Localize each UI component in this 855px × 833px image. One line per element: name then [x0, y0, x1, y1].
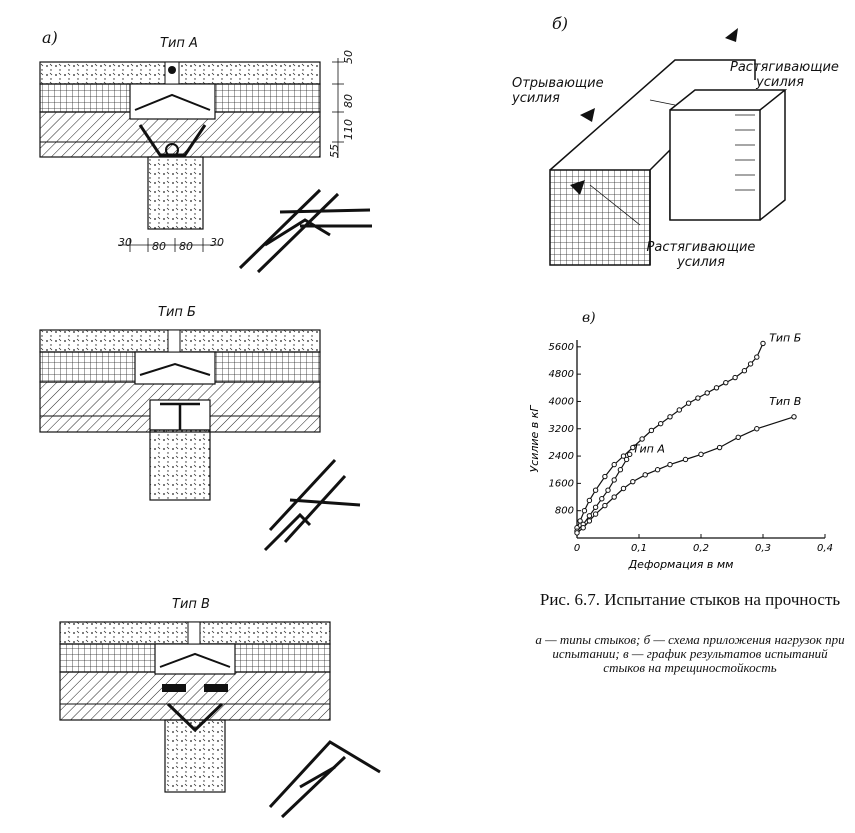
type-a-label: Тип А — [160, 36, 198, 51]
dim-right-80: 80 — [342, 94, 355, 108]
connector-v-sketch — [268, 740, 381, 819]
figure-caption-title: Рис. 6.7. Испытание стыков на прочность — [539, 590, 841, 609]
data-point — [602, 502, 608, 509]
data-point — [704, 390, 710, 396]
data-point — [605, 487, 611, 493]
dim-right-50: 50 — [342, 50, 355, 64]
data-point — [741, 368, 748, 374]
data-point — [658, 420, 664, 427]
data-point — [592, 487, 599, 493]
data-point — [682, 456, 689, 463]
data-point — [586, 497, 593, 504]
data-point — [760, 340, 766, 347]
series-annotation-1: Тип А — [633, 443, 665, 456]
dim-right-55: 55 — [328, 144, 341, 158]
joint-type-b-drawing — [39, 329, 361, 552]
data-point — [602, 473, 608, 480]
data-point — [754, 354, 760, 360]
data-point — [695, 395, 701, 401]
x-tick-label: 0,3 — [755, 543, 771, 554]
dim-bottom-30-left: 30 — [118, 236, 132, 249]
label-tension-forces-bottom: Растягивающие усилия — [646, 240, 756, 270]
connector-b-sketch — [263, 458, 361, 552]
strength-chart: 0 0,1 0,2 0,3 0,4 800 1600 2400 3200 4000 4800 5600… — [528, 332, 833, 570]
data-point — [623, 456, 630, 463]
series-line-1 — [576, 454, 631, 532]
data-point — [747, 361, 754, 367]
x-axis-label: Деформация в мм — [628, 558, 734, 570]
dim-bottom-30-right: 30 — [210, 236, 224, 249]
x-tick-label: 0,2 — [693, 543, 709, 554]
type-b-label: Тип Б — [158, 305, 196, 320]
data-point — [667, 461, 673, 468]
type-c-label: Тип В — [172, 597, 210, 612]
data-point — [685, 400, 692, 406]
dim-bottom-80-b: 80 — [179, 240, 193, 253]
series-line-2 — [576, 416, 795, 534]
y-tick-label: 1600 — [549, 478, 574, 489]
y-tick-label: 5600 — [549, 342, 574, 353]
load-scheme-drawing — [549, 28, 788, 266]
y-tick-label: 3200 — [549, 424, 574, 435]
data-point — [611, 477, 617, 483]
data-point — [642, 472, 648, 478]
data-point — [639, 436, 645, 442]
data-point — [617, 467, 624, 473]
panel-a-letter: а) — [42, 28, 58, 47]
data-point — [716, 444, 723, 451]
data-point — [620, 453, 627, 459]
figure-caption-text: а — типы стыков; б — схема приложения на… — [535, 632, 845, 675]
data-point — [586, 513, 593, 519]
data-point — [630, 444, 636, 451]
data-point — [599, 496, 605, 502]
series-annotation-0: Тип Б — [769, 332, 801, 345]
data-point — [754, 426, 760, 432]
data-point — [592, 504, 599, 510]
data-point — [648, 427, 655, 434]
joint-type-a-drawing — [39, 58, 372, 274]
data-point — [577, 518, 583, 524]
data-point — [791, 414, 797, 420]
data-point — [654, 467, 661, 473]
data-point — [676, 407, 683, 413]
data-point — [581, 507, 588, 514]
data-point — [630, 478, 636, 485]
data-point — [586, 518, 593, 524]
y-tick-label: 4800 — [549, 369, 574, 380]
x-tick-label: 0,4 — [817, 543, 833, 554]
data-point — [723, 379, 729, 386]
series-annotation-2: Тип В — [769, 395, 801, 408]
label-tension-forces-top: Растягивающие усилия — [730, 60, 839, 90]
y-tick-label: 2400 — [549, 451, 574, 462]
dim-bottom-80-a: 80 — [152, 240, 166, 253]
panel-c-letter: в) — [582, 310, 596, 326]
y-tick-label: 800 — [555, 506, 574, 517]
y-tick-label: 4000 — [549, 396, 574, 407]
data-point — [592, 511, 599, 517]
data-point — [574, 530, 580, 536]
data-point — [611, 494, 617, 500]
connector-a-sketch — [238, 188, 372, 274]
joint-type-v-drawing — [59, 621, 381, 819]
data-point — [698, 451, 704, 458]
panel-b-letter: б) — [552, 14, 569, 33]
x-tick-label: 0,1 — [631, 543, 647, 554]
dim-right-110: 110 — [342, 119, 355, 140]
data-point — [735, 434, 741, 440]
data-point — [713, 385, 720, 391]
data-point — [611, 461, 617, 468]
data-point — [620, 485, 627, 492]
y-axis-label: Усилие в кГ — [528, 405, 541, 473]
label-tear-forces: Отрывающие усилия — [512, 76, 604, 106]
data-point — [580, 525, 586, 531]
data-point — [732, 374, 738, 381]
series-line-0 — [576, 343, 764, 529]
data-point — [667, 414, 673, 420]
x-tick-label: 0 — [574, 543, 580, 554]
data-point — [627, 451, 633, 458]
